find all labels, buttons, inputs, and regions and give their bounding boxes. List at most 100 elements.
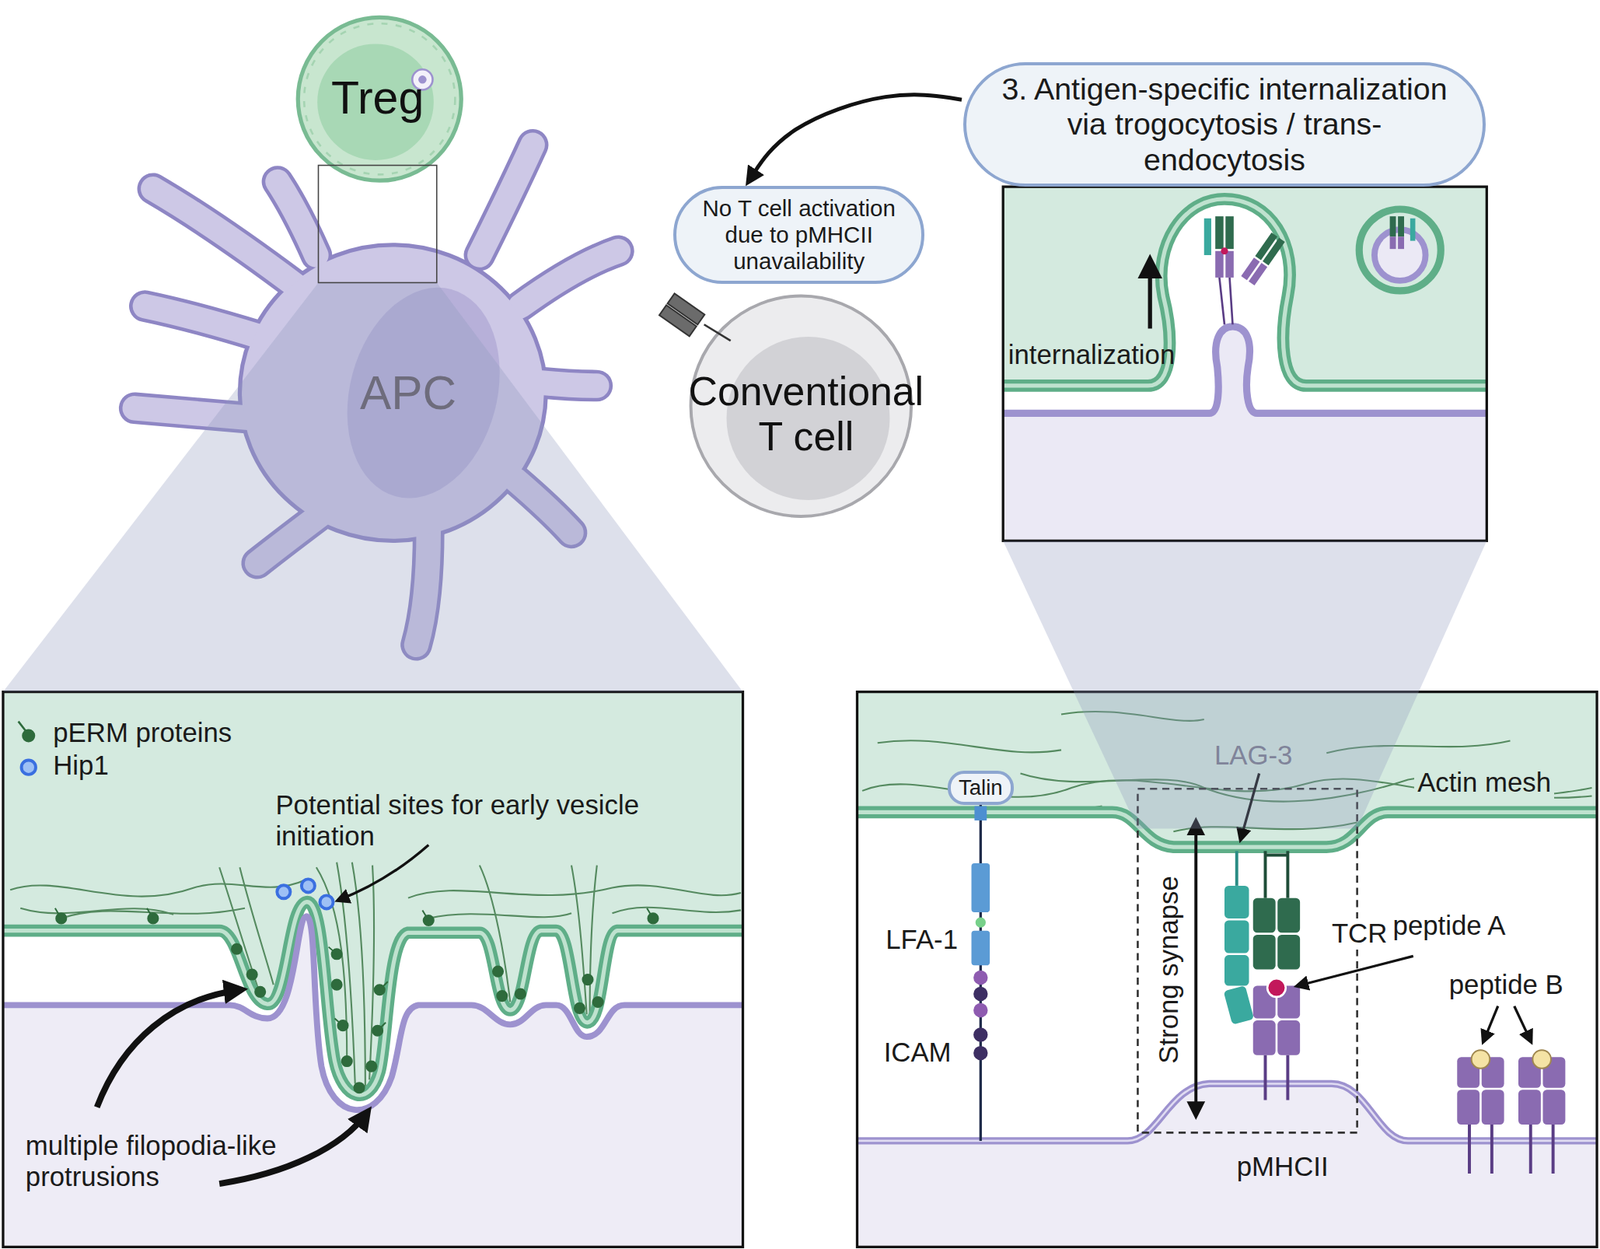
lag3-molecule [1223,985,1255,1025]
apc-cell [479,144,533,256]
treg-membrane [1002,199,1487,386]
pmhcii-molecule [1532,1049,1552,1069]
legend-symbol [21,760,36,775]
left-inset-panel [3,691,744,1248]
receptor-pair [1215,216,1224,249]
apc-cell [479,144,533,256]
actin-fiber [428,912,572,919]
legend-text: Hip1 [52,750,109,782]
pmhcii-molecule [1456,1089,1480,1125]
perm-protein [366,1061,377,1072]
perm-protein [496,990,507,1001]
cell-label: Conventional T cell [677,368,935,459]
apc-cell [520,251,619,307]
pmhcii-molecule [1481,1089,1505,1125]
hip1-protein [319,894,333,909]
receptor-pair [1225,216,1234,249]
receptor-pair [1219,277,1233,325]
perm-protein [353,1082,364,1093]
receptor-pair [1215,251,1224,278]
lfa1-icam-pair [973,1027,988,1042]
apc-membrane [857,1082,1598,1140]
apc-cell [277,181,317,256]
lag3-molecule [1223,850,1255,1024]
hip1-protein [276,878,333,909]
node-text: Talin [958,775,1003,800]
note-box: No T cell activation due to pMHCII unava… [673,185,925,284]
perm-protein [342,1055,353,1066]
apc-membrane [3,915,744,1110]
pmhcii-molecule [1265,1055,1289,1101]
internalized-vesicle [1410,218,1416,242]
pmhcii-molecule [1267,978,1286,997]
tcr-molecule [1277,934,1300,970]
lfa1-icam-pair [971,803,991,1141]
perm-protein [247,968,258,979]
receptor-pair [1220,247,1228,255]
pmhcii-molecule [1469,1124,1492,1174]
apc-cytoplasm [857,1082,1598,1247]
internalization-inset [1002,186,1487,541]
node-text: No T cell activation due to pMHCII unava… [691,195,906,275]
pmhcii-molecule [1253,1020,1276,1056]
pmhcii-molecule [1471,1049,1491,1069]
treg-cytoplasm [1002,186,1487,386]
treg-cell [303,23,455,175]
conventional-t-cell [659,293,705,336]
apc-cell [541,382,598,386]
treg-cell [297,17,462,181]
annotation-label: multiple filopodia-like protrusions [25,1130,314,1193]
step-box: 3. Antigen-specific internalization via … [963,62,1486,187]
treg-membrane [1002,199,1487,386]
actin-fiber [369,865,374,1080]
treg-membrane [3,901,744,1095]
selection-square [318,165,437,283]
lfa1-icam-pair [973,970,988,985]
internalized-vesicle [1358,209,1441,291]
perm-protein [423,915,434,926]
actin-fiber [408,884,741,898]
protein-box: Talin [947,770,1014,805]
apc-cell [144,306,260,337]
treg-cell [317,43,434,161]
receptor-pair [1262,237,1286,266]
leader-arrow [338,844,430,900]
internalization-arrow [1148,261,1153,329]
synapse-bracket [1137,788,1357,1132]
annotation-label: LFA-1 [885,924,958,956]
pmhcii-molecule [1543,1089,1566,1125]
treg-cytoplasm [3,691,744,1095]
annotation-label: Actin mesh [1414,767,1555,799]
tcr-molecule [1253,850,1300,969]
annotation-label: peptide B [1449,969,1564,1001]
annotation-label: internalization [1008,339,1176,371]
panel-border [3,691,744,1248]
lag3-molecule [1224,885,1250,919]
perm-protein [515,988,526,999]
conventional-t-cell [704,324,731,341]
internalized-vesicle [1397,236,1405,249]
leader-arrow [338,844,430,900]
apc-cell [520,251,619,307]
annotation-label: LAG-3 [1214,740,1293,772]
hip1-protein [301,878,315,892]
perm-protein [574,1002,585,1014]
node-text: APC [359,366,457,420]
lfa1-icam-pair [971,862,991,912]
actin-fiber [10,862,741,1088]
perm-protein [255,986,266,997]
annotation-label: ICAM [883,1037,952,1069]
actin-fiber [10,879,307,897]
leader-arrow [1298,955,1414,986]
pmhcii-molecule [1456,1049,1566,1174]
lfa1-icam-pair [971,930,991,966]
internalization-inset [1002,186,1487,541]
lfa1-icam-pair [974,806,987,821]
annotation-label: peptide A [1393,910,1506,942]
legend-symbol [18,721,36,775]
leader-arrow [97,989,242,1108]
conventional-t-cell [667,293,706,325]
internalized-vesicle [1390,236,1397,249]
treg-membrane [3,901,744,1095]
annotation-label: Potential sites for early vesicle initia… [275,789,664,853]
